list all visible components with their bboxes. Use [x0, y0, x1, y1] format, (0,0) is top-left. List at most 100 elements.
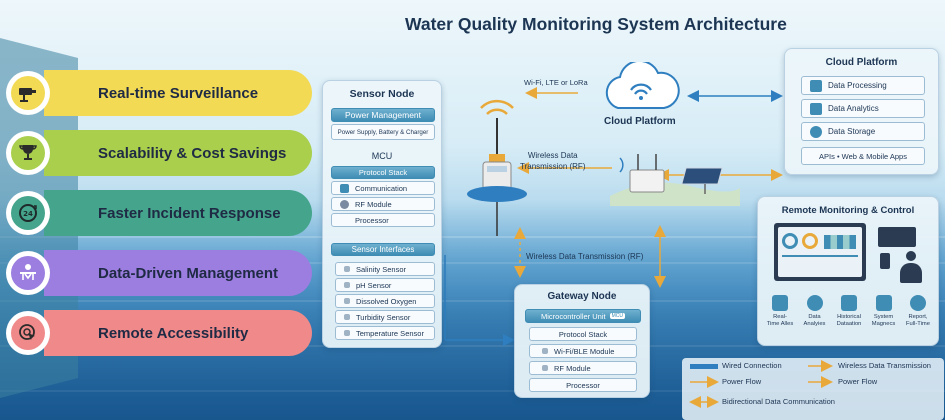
- sensor-interfaces-header: Sensor Interfaces: [331, 243, 435, 256]
- benefit-label: Faster Incident Response: [98, 204, 281, 222]
- sensor-icon: [344, 314, 350, 320]
- data-analytics-box: Data Analytics: [801, 99, 925, 118]
- sensor-icon: [344, 330, 350, 336]
- benefit-pill: [44, 70, 312, 116]
- benefit-badge: [6, 311, 50, 355]
- legend-power: Power Flow: [722, 377, 762, 386]
- bar-chart-icon: [824, 235, 856, 249]
- rf-module-label: RF Module: [355, 199, 392, 209]
- chip-icon: [542, 365, 548, 371]
- benefit-pill: [44, 250, 312, 296]
- protocol-stack-box: Protocol Stack: [331, 166, 435, 179]
- sensor-node-title: Sensor Node: [349, 88, 415, 100]
- processor-box: Processor: [331, 213, 435, 227]
- wifi-ble-label: Wi-Fi/BLE Module: [554, 346, 615, 356]
- sensor-label: Salinity Sensor: [356, 264, 407, 274]
- benefit-item: Remote Accessibility: [6, 310, 312, 356]
- data-processing-label: Data Processing: [828, 81, 887, 90]
- wave-line: [0, 300, 945, 302]
- data-processing-box: Data Processing: [801, 76, 925, 95]
- legend-bidirectional: Bidirectional Data Communication: [722, 397, 835, 406]
- feature-label: Real- Time Alles: [766, 314, 794, 327]
- benefit-badge: 24: [6, 191, 50, 235]
- legend: [682, 358, 944, 420]
- power-management-header: Power Management: [331, 108, 435, 122]
- feature-label: System Magnecs: [871, 314, 896, 327]
- wave-line: [0, 236, 945, 238]
- cursor-target-icon: [11, 316, 45, 350]
- benefit-label: Data-Driven Management: [98, 264, 279, 282]
- mcu-tag: MCU: [609, 313, 625, 319]
- server-icon: [810, 79, 822, 92]
- line-chart-icon: [782, 255, 858, 269]
- feature-label: Historical Dataation: [836, 314, 862, 327]
- benefit-item: Data-Driven Management: [6, 250, 312, 296]
- operator-head: [906, 251, 916, 261]
- communication-label: Communication: [355, 183, 408, 193]
- gauge-icon: [802, 233, 818, 249]
- uplink-label: Wi-Fi, LTE or LoRa: [524, 78, 588, 87]
- mcu-label: MCU: [371, 151, 393, 161]
- wave-line: [0, 262, 945, 264]
- feature-item: Real- Time Alles: [764, 295, 796, 328]
- benefit-item: 24 Faster Incident Response: [6, 190, 312, 236]
- legend-wireless: Wireless Data Transmission: [838, 361, 931, 370]
- wave-line: [0, 390, 945, 392]
- sensor-row: Salinity Sensor: [335, 262, 435, 276]
- presenter-icon: [11, 256, 45, 290]
- benefit-label: Remote Accessibility: [98, 324, 249, 342]
- wave-line: [0, 345, 945, 347]
- remote-monitoring-title: Remote Monitoring & Control: [781, 205, 915, 216]
- sensor-label: pH Sensor: [356, 280, 392, 290]
- wifi-ble-box: Wi-Fi/BLE Module: [529, 344, 637, 358]
- legend-wired: Wired Connection: [722, 361, 782, 370]
- sensor-label: Dissolved Oxygen: [356, 296, 417, 306]
- gateway-rf-label: RF Module: [554, 363, 591, 373]
- gateway-rf-box: RF Module: [529, 361, 637, 375]
- gateway-station-icon: [610, 146, 740, 210]
- gateway-processor: Processor: [529, 378, 637, 392]
- report-icon: [910, 295, 926, 311]
- feature-item: Historical Dataation: [833, 295, 865, 328]
- feature-item: Report, Full-Time: [902, 295, 934, 328]
- sensor-icon: [344, 298, 350, 304]
- 24-hour-icon: 24: [11, 196, 45, 230]
- gateway-node-card: Gateway Node Microcontroller Unit MCU Pr…: [514, 284, 650, 398]
- feature-row: Real- Time Alles Data Analyies Historica…: [764, 295, 934, 328]
- legend-power-2: Power Flow: [838, 377, 878, 386]
- benefit-item: Real-time Surveillance: [6, 70, 312, 116]
- alert-icon: [772, 295, 788, 311]
- cloud-platform-card: Cloud Platform Data Processing Data Anal…: [784, 48, 939, 175]
- data-storage-box: Data Storage: [801, 122, 925, 141]
- sensor-label: Turbidity Sensor: [356, 312, 411, 322]
- gateway-rf-label: Wireless Data Transmission (RF): [526, 252, 644, 261]
- trophy-icon: [11, 136, 45, 170]
- cloud-label: Cloud Platform: [604, 116, 676, 127]
- benefit-badge: [6, 251, 50, 295]
- diagram-title: Water Quality Monitoring System Architec…: [405, 14, 787, 34]
- gateway-mcu-label: Microcontroller Unit: [541, 311, 606, 321]
- gateway-protocol-stack: Protocol Stack: [529, 327, 637, 341]
- communication-box: Communication: [331, 181, 435, 195]
- operator-body: [900, 263, 922, 283]
- sensor-row: pH Sensor: [335, 278, 435, 292]
- sensor-node-card: Sensor Node Power Management Power Suppl…: [322, 80, 442, 348]
- operator-icon: [900, 251, 922, 287]
- feature-item: Data Analyies: [799, 295, 831, 328]
- sensor-row: Turbidity Sensor: [335, 310, 435, 324]
- tablet-icon: [878, 227, 916, 247]
- benefit-item: Scalability & Cost Savings: [6, 130, 312, 176]
- benefit-pill: [44, 190, 312, 236]
- benefit-pill: [44, 130, 312, 176]
- data-storage-label: Data Storage: [828, 127, 876, 136]
- benefit-label: Real-time Surveillance: [98, 84, 259, 102]
- cloud-icon: [598, 59, 684, 118]
- svg-text:24: 24: [23, 210, 33, 218]
- buoy-icon: [462, 96, 532, 240]
- database-icon: [810, 125, 822, 138]
- sensor-icon: [344, 266, 350, 272]
- gateway-mcu-header: Microcontroller Unit MCU: [525, 309, 641, 323]
- feature-label: Data Analyies: [803, 314, 826, 327]
- users-icon: [841, 295, 857, 311]
